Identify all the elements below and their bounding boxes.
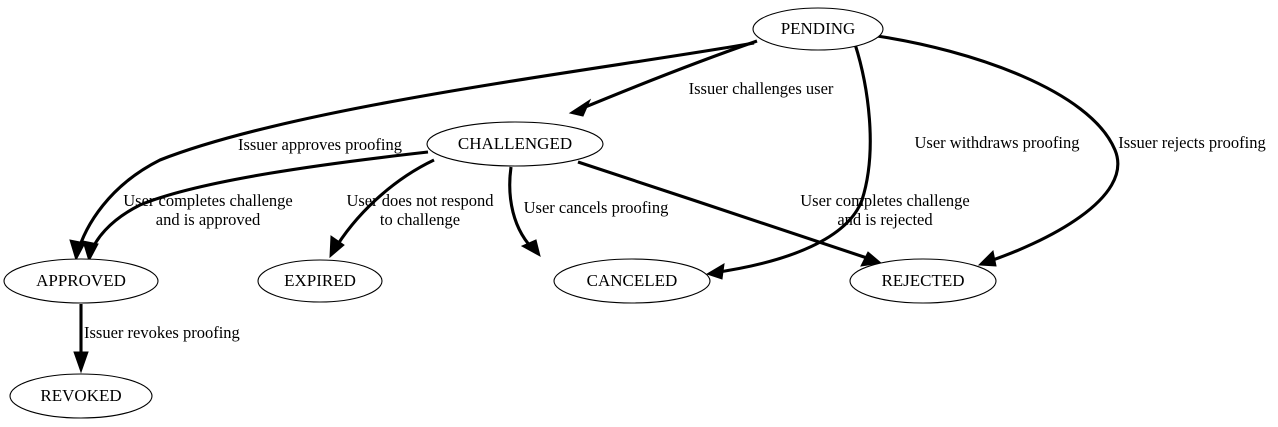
- node-revoked[interactable]: REVOKED: [9, 373, 153, 419]
- arrowhead-icon: [977, 249, 997, 267]
- edge-challenged-canceled: [508, 166, 541, 257]
- node-label-rejected: REJECTED: [881, 271, 964, 290]
- arrowhead-icon: [568, 98, 592, 117]
- arrowhead-icon: [82, 240, 99, 263]
- node-shape-revoked: [9, 373, 153, 419]
- edge-label-approved-revoked: Issuer revokes proofing: [84, 323, 240, 342]
- node-label-approved: APPROVED: [36, 271, 126, 290]
- node-label-canceled: CANCELED: [587, 271, 678, 290]
- edge-line-pending-canceled: [711, 43, 872, 275]
- node-shape-expired: [257, 259, 383, 303]
- edge-label-pending-challenged: Issuer challenges user: [689, 79, 834, 98]
- edge-line-challenged-expired: [331, 158, 435, 253]
- edge-label-line: User does not respond: [346, 191, 494, 210]
- node-challenged[interactable]: CHALLENGED: [426, 121, 604, 167]
- node-label-revoked: REVOKED: [40, 386, 121, 405]
- edge-label-pending-approved: Issuer approves proofing: [238, 135, 402, 154]
- node-shape-challenged: [426, 121, 604, 167]
- edge-label-line: User completes challenge: [123, 191, 293, 210]
- edge-pending-canceled: [705, 43, 872, 280]
- edge-pending-approved: [69, 41, 755, 262]
- edge-label-line: Issuer rejects proofing: [1118, 133, 1266, 152]
- node-approved[interactable]: APPROVED: [3, 258, 159, 304]
- edge-line-pending-rejected: [876, 34, 1120, 265]
- arrowhead-icon: [520, 239, 541, 257]
- edge-pending-challenged: [568, 39, 758, 117]
- edge-challenged-approved: [82, 150, 429, 263]
- edge-label-line: User cancels proofing: [524, 198, 669, 217]
- edge-label-pending-rejected: Issuer rejects proofing: [1118, 133, 1266, 152]
- node-canceled[interactable]: CANCELED: [553, 258, 711, 304]
- node-expired[interactable]: EXPIRED: [257, 259, 383, 303]
- edge-label-line: Issuer challenges user: [689, 79, 834, 98]
- edge-challenged-rejected: [577, 160, 883, 267]
- arrowhead-icon: [73, 351, 89, 374]
- node-pending[interactable]: PENDING: [752, 7, 884, 51]
- node-shape-canceled: [553, 258, 711, 304]
- nodes-layer: PENDING CHALLENGED APPROVED EXPIRED CANCELED…: [3, 7, 997, 419]
- edge-label-line: User withdraws proofing: [915, 133, 1080, 152]
- edge-challenged-expired: [329, 158, 435, 259]
- edge-line-challenged-approved: [88, 150, 429, 257]
- edge-label-line: and is rejected: [837, 210, 933, 229]
- edge-line-challenged-rejected: [577, 160, 877, 263]
- arrowhead-icon: [705, 263, 725, 280]
- node-rejected[interactable]: REJECTED: [849, 258, 997, 304]
- node-label-challenged: CHALLENGED: [458, 134, 572, 153]
- edge-label-line: Issuer revokes proofing: [84, 323, 240, 342]
- node-shape-rejected: [849, 258, 997, 304]
- edge-pending-rejected: [876, 34, 1120, 267]
- node-label-pending: PENDING: [781, 19, 856, 38]
- arrowhead-icon: [860, 251, 883, 267]
- edge-label-line: User completes challenge: [800, 191, 970, 210]
- node-shape-approved: [3, 258, 159, 304]
- edge-label-pending-canceled: User withdraws proofing: [915, 133, 1080, 152]
- edge-label-line: to challenge: [380, 210, 460, 229]
- edge-approved-revoked: [73, 304, 89, 374]
- edge-label-line: and is approved: [156, 210, 261, 229]
- edge-line-pending-approved: [75, 41, 755, 256]
- arrowhead-icon: [329, 235, 345, 259]
- edge-label-challenged-canceled: User cancels proofing: [524, 198, 669, 217]
- node-shape-pending: [752, 7, 884, 51]
- arrowhead-icon: [69, 239, 86, 262]
- edges-layer: [69, 34, 1120, 374]
- node-label-expired: EXPIRED: [284, 271, 356, 290]
- edge-line-pending-challenged: [577, 39, 758, 112]
- edge-label-line: Issuer approves proofing: [238, 135, 402, 154]
